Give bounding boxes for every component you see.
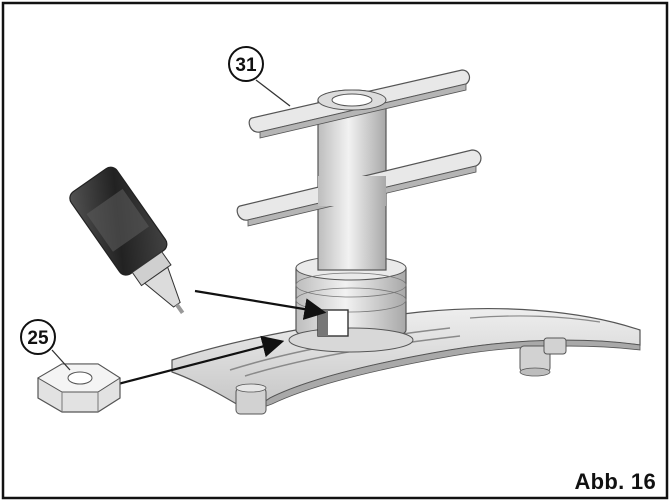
glue-arrow bbox=[194, 289, 327, 320]
callout-25: 25 bbox=[20, 319, 71, 371]
lower-bracket bbox=[236, 149, 482, 227]
threadlocker-bottle bbox=[69, 166, 185, 315]
callout-31-label: 31 bbox=[235, 55, 257, 76]
upper-bracket bbox=[248, 69, 471, 139]
figure-label: Abb. 16 bbox=[574, 469, 656, 494]
foot-left bbox=[235, 383, 267, 415]
foot-rear bbox=[543, 337, 567, 355]
callout-25-label: 25 bbox=[27, 328, 49, 349]
nut-arrow bbox=[117, 335, 285, 386]
hex-nut bbox=[37, 363, 121, 413]
foot-right bbox=[519, 345, 551, 377]
callout-31: 31 bbox=[228, 46, 291, 107]
